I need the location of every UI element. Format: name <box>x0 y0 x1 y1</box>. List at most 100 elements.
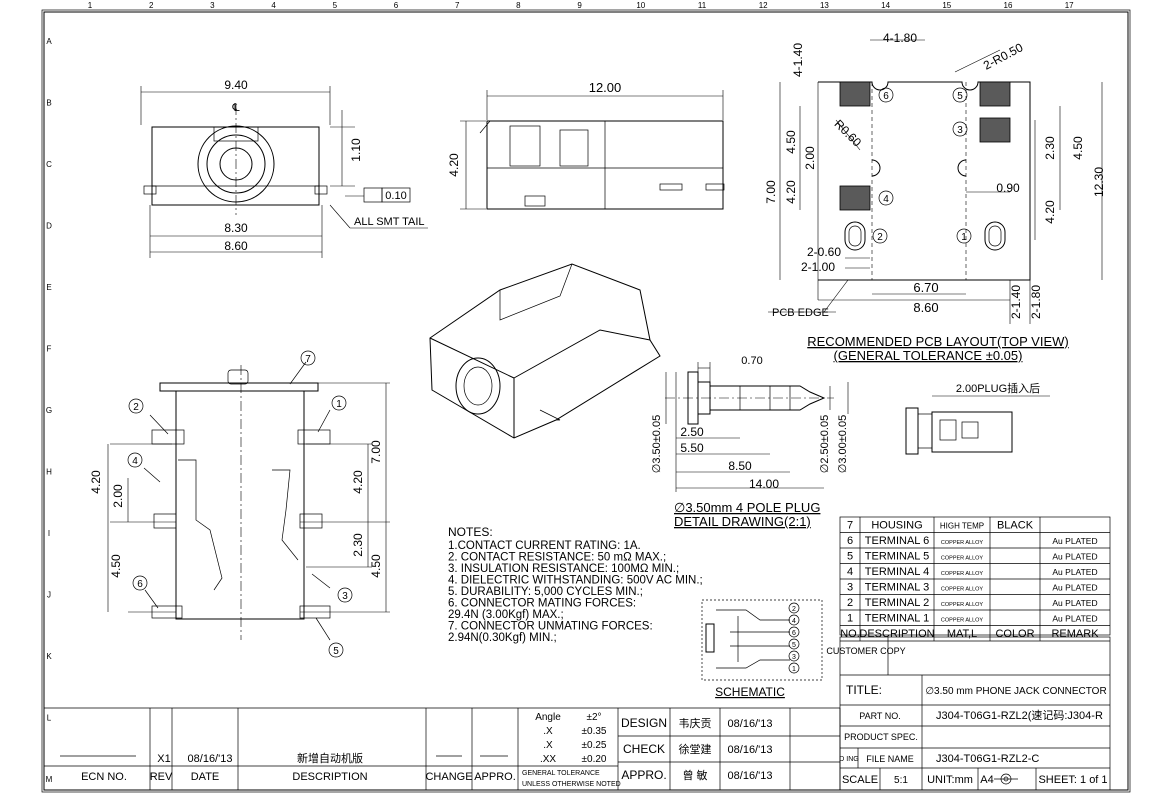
zone-row-label: A <box>46 37 52 46</box>
bom-cell: HOUSING <box>871 520 922 532</box>
change-label: CHANGE <box>425 771 472 783</box>
bom-cell: Au PLATED <box>1052 598 1097 608</box>
note-line: 4. DIELECTRIC WITHSTANDING: 500V AC MIN.… <box>448 575 703 587</box>
schematic-pin-circle <box>788 638 800 650</box>
row-date: 08/16/'13 <box>188 753 233 765</box>
notes-heading: NOTES: <box>448 525 493 539</box>
smt-note: ALL SMT TAIL <box>354 216 425 228</box>
file-name-label: FILE NAME <box>866 754 914 764</box>
title-label: TITLE: <box>846 683 882 697</box>
angle-label: Angle <box>535 712 561 723</box>
scale-label: SCALE <box>842 774 878 786</box>
pcb-d-090: 0.90 <box>996 181 1020 195</box>
bom-cell: TERMINAL 5 <box>865 551 929 563</box>
bom-cell: TERMINAL 2 <box>865 597 929 609</box>
zone-col-label: 1 <box>88 1 93 10</box>
file-name-value: J304-T06G1-RZL2-C <box>936 753 1039 765</box>
approval-name: 韦庆贡 <box>679 716 712 730</box>
bom-cell: 5 <box>847 551 853 563</box>
drawing-label: D ING <box>839 756 858 763</box>
plug-d-1400: 14.00 <box>749 477 779 491</box>
section-d-420-right: 4.20 <box>351 470 365 494</box>
zone-col-label: 14 <box>881 1 890 10</box>
isometric-view <box>429 263 661 439</box>
schematic-pin-label: 2 <box>792 606 796 613</box>
bom-header-cell: MAT,L <box>947 628 977 640</box>
approval-date: 08/16/'13 <box>728 770 773 782</box>
zone-col-label: 11 <box>698 1 707 10</box>
pcb-d-4-180: 4-1.80 <box>883 31 917 45</box>
plug-inserted-view <box>905 395 1050 455</box>
zone-col-label: 8 <box>516 1 521 10</box>
bom-cell: 3 <box>847 582 853 594</box>
front-height-right: 1.10 <box>349 138 363 162</box>
pcb-title-1: RECOMMENDED PCB LAYOUT(TOP VIEW) <box>807 334 1068 349</box>
part-no-label: PART NO. <box>859 711 901 721</box>
product-spec-label: PRODUCT SPEC. <box>844 732 918 742</box>
note-line: 1.CONTACT CURRENT RATING: 1A. <box>448 540 641 552</box>
zone-row-label: C <box>46 160 52 169</box>
pcb-d-4-140: 4-1.40 <box>791 43 805 77</box>
section-pin-7: 7 <box>305 354 311 365</box>
note-line: 6. CONNECTOR MATING FORCES: <box>448 598 636 610</box>
bom-cell: Au PLATED <box>1052 536 1097 546</box>
date-label: DATE <box>191 771 220 783</box>
zone-row-label: M <box>46 775 53 784</box>
schematic-pin-label: 5 <box>792 642 796 649</box>
sheet-label: SHEET: 1 of 1 <box>1038 774 1107 786</box>
note-line: 3. INSULATION RESISTANCE: 100MΩ MIN.; <box>448 563 679 575</box>
bom-cell: COPPER ALLOY <box>941 602 984 608</box>
zone-row-label: K <box>46 652 52 661</box>
zone-col-label: 16 <box>1004 1 1013 10</box>
title-value: ∅3.50 mm PHONE JACK CONNECTOR <box>925 686 1106 697</box>
angle-value: ±2° <box>586 712 601 723</box>
plug-title-2: DETAIL DRAWING(2:1) <box>674 514 811 529</box>
zone-row-label: E <box>46 283 51 292</box>
pcb-d-2-180: 2-1.80 <box>1029 285 1043 319</box>
zone-col-label: 2 <box>149 1 154 10</box>
side-height: 4.20 <box>447 153 461 177</box>
bom-cell: TERMINAL 3 <box>865 582 929 594</box>
pcb-d-230: 2.30 <box>1043 136 1057 160</box>
outer-border <box>41 9 1131 793</box>
bom-cell: TERMINAL 1 <box>865 613 929 625</box>
zone-row-label: B <box>46 99 51 108</box>
unit-label: UNIT:mm <box>927 774 973 786</box>
flatness-value: 0.10 <box>385 190 406 202</box>
bom-cell: Au PLATED <box>1052 552 1097 562</box>
xxx-label: .XX <box>540 754 556 765</box>
section-pin-2: 2 <box>133 402 139 413</box>
section-d-420-left: 4.20 <box>89 470 103 494</box>
pcb-d-2-r050: 2-R0.50 <box>981 40 1026 73</box>
bom-cell: COPPER ALLOY <box>941 587 984 593</box>
pcb-d-700: 7.00 <box>764 180 778 204</box>
schematic-pin-circle <box>788 650 800 662</box>
bom-header-cell: NO. <box>840 628 860 640</box>
bom-cell: TERMINAL 6 <box>865 535 929 547</box>
xxx-value: ±0.20 <box>582 754 607 765</box>
front-width-total: 8.60 <box>224 239 248 253</box>
bom-header-cell: COLOR <box>995 628 1034 640</box>
bom-table <box>839 516 1111 636</box>
schematic-pin-circle <box>788 614 800 626</box>
zone-col-label: 12 <box>759 1 768 10</box>
plug-dia-350: ∅3.50±0.05 <box>651 415 663 473</box>
pcb-d-1230: 12.30 <box>1092 167 1106 197</box>
zone-row-label: D <box>46 222 52 231</box>
zone-col-label: 7 <box>455 1 460 10</box>
plug-dia-300: ∅3.00±0.05 <box>837 415 849 473</box>
scale-value: 5:1 <box>894 775 908 786</box>
section-d-450-left: 4.50 <box>109 554 123 578</box>
zone-col-label: 3 <box>210 1 215 10</box>
bom-cell: 4 <box>847 566 853 578</box>
schematic-pin-label: 1 <box>792 666 796 673</box>
approval-date: 08/16/'13 <box>728 718 773 730</box>
zone-row-label: L <box>47 714 52 723</box>
zone-col-label: 13 <box>820 1 829 10</box>
side-view <box>460 90 725 210</box>
section-d-450-right: 4.50 <box>369 554 383 578</box>
pcb-d-2-100: 2-1.00 <box>801 260 835 274</box>
zone-row-label: J <box>47 591 51 600</box>
